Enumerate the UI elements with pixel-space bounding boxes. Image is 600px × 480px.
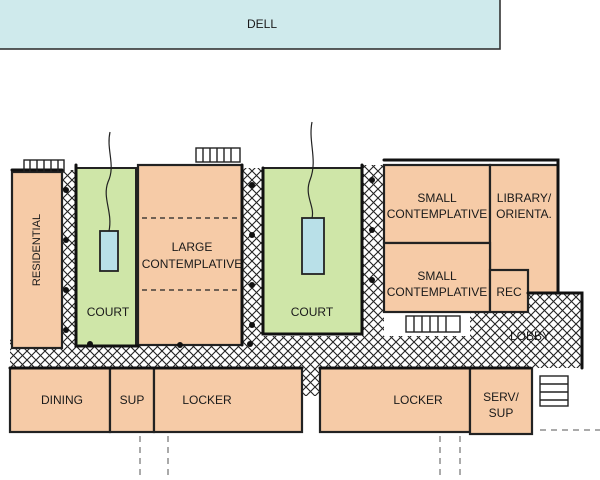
locker-room-left [152, 366, 304, 434]
small-contemplative-bottom-label-1: SMALL [417, 269, 457, 283]
large-contemplative-room [136, 163, 244, 347]
circulation-vertical-mid [243, 168, 263, 350]
court-right-label: COURT [291, 305, 334, 319]
residential-room [10, 170, 64, 350]
stairs-top-mid [195, 147, 241, 163]
water-feature-right [301, 217, 325, 275]
small-contemplative-bottom-room [382, 241, 492, 314]
small-contemplative-top-label-2: CONTEMPLATIVE [387, 207, 487, 221]
small-contemplative-top-label-1: SMALL [417, 191, 457, 205]
library-label-1: LIBRARY/ [497, 191, 552, 205]
dining-label: DINING [41, 393, 83, 407]
circulation-link [302, 366, 320, 396]
column-dots [63, 177, 375, 348]
water-feature-left [99, 230, 119, 272]
serv-sup-room [468, 366, 534, 436]
large-contemplative-label-1: LARGE [172, 240, 213, 254]
small-contemplative-bottom-label-2: CONTEMPLATIVE [387, 285, 487, 299]
circulation-vertical-right [362, 165, 384, 350]
serv-sup-label-1: SERV/ [483, 390, 519, 404]
stairs-right [539, 375, 569, 407]
locker-room-right [318, 366, 472, 434]
circulation-vertical-left [62, 170, 76, 350]
locker-left-label: LOCKER [182, 393, 232, 407]
dell-label: DELL [247, 17, 277, 31]
rec-label: REC [496, 285, 522, 299]
small-contemplative-top-room [382, 163, 492, 245]
large-contemplative-label-2: CONTEMPLATIVE [142, 257, 242, 271]
locker-right-label: LOCKER [393, 393, 443, 407]
library-label-2: ORIENTA. [496, 207, 552, 221]
lobby-label: LOBBY [510, 329, 550, 343]
stairs-top-left [23, 159, 65, 173]
site-lines [139, 429, 600, 480]
sup-label: SUP [120, 393, 145, 407]
stairs-lobby [405, 315, 461, 333]
court-left-label: COURT [87, 305, 130, 319]
dell-area [0, 0, 501, 50]
serv-sup-label-2: SUP [489, 406, 514, 420]
residential-label: RESIDENTIAL [31, 214, 43, 286]
rec-room [488, 268, 530, 314]
